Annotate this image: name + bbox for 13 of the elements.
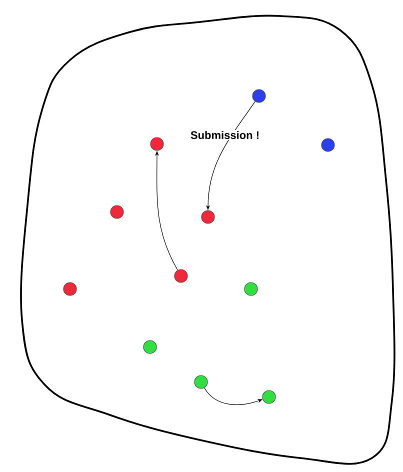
dot — [244, 282, 258, 296]
dot — [150, 137, 164, 151]
dot — [262, 390, 276, 404]
dot — [194, 375, 208, 389]
note-text: Submission ! — [190, 130, 258, 140]
dot — [201, 210, 215, 224]
dot — [174, 269, 188, 283]
dot — [143, 340, 157, 354]
blob-outline — [20, 14, 396, 465]
dot — [321, 138, 335, 152]
dot — [110, 205, 124, 219]
dot — [63, 282, 77, 296]
dot — [252, 89, 266, 103]
